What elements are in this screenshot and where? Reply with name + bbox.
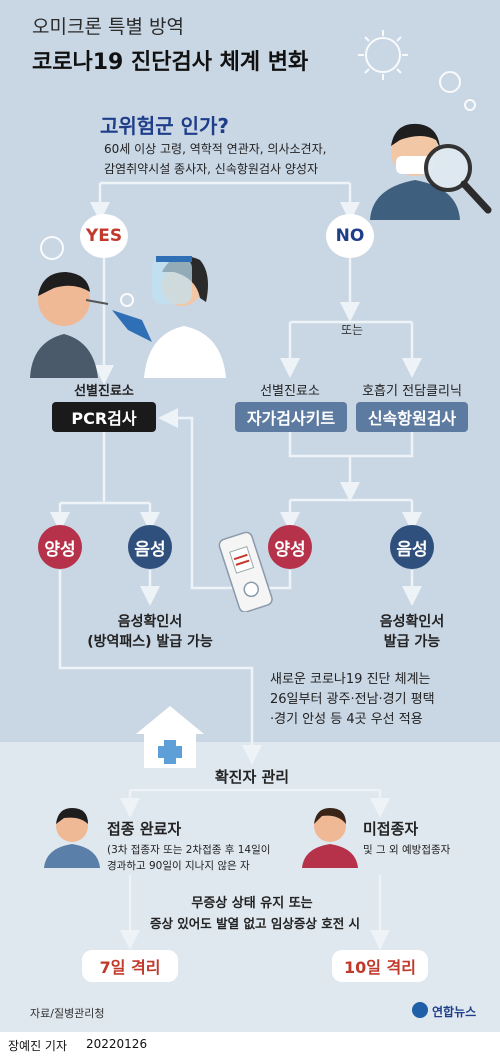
header-title: 코로나19 진단검사 체계 변화 <box>32 50 309 75</box>
self-kit-place: 선별진료소 <box>260 384 320 399</box>
unvaccinated-person-avatar <box>300 804 360 868</box>
question-criteria-2: 감염취약시설 종사자, 신속항원검사 양성자 <box>104 162 318 176</box>
notice-line1: 새로운 코로나19 진단 체계는 <box>270 672 431 687</box>
unvaccinated-title: 미접종자 <box>363 820 419 838</box>
right-negative-line1: 음성확인서 <box>379 614 445 630</box>
question-criteria-1: 60세 이상 고령, 역학적 연관자, 의사소견자, <box>104 142 327 156</box>
pcr-positive-circle: 양성 <box>38 525 82 569</box>
left-negative-line1: 음성확인서 <box>117 614 183 630</box>
condition-line1: 무증상 상태 유지 또는 <box>191 896 313 911</box>
byline-date: 20220126 <box>86 1037 148 1051</box>
or-label: 또는 <box>340 323 364 337</box>
source-label: 자료/질병관리청 <box>30 1007 105 1020</box>
house-icon <box>130 700 210 770</box>
question-title: 고위험군 인가? <box>100 114 229 138</box>
self-kit-box: 자가검사키트 <box>235 402 347 432</box>
vaccinated-desc-1: (3차 접종자 또는 2차접종 후 14일이 <box>107 844 271 856</box>
pcr-test-box: PCR검사 <box>52 402 156 432</box>
unvaccinated-desc: 및 그 외 예방접종자 <box>363 844 451 856</box>
rapid-test-box: 신속항원검사 <box>356 402 468 432</box>
byline-reporter: 장예진 기자 <box>8 1039 68 1053</box>
left-negative-line2: (방역패스) 발급 가능 <box>87 634 213 650</box>
quarantine-7-days: 7일 격리 <box>82 950 178 982</box>
notice-line2: 26일부터 광주·전남·경기 평택 <box>270 692 435 707</box>
vaccinated-title: 접종 완료자 <box>107 820 182 838</box>
quarantine-10-days: 10일 격리 <box>332 950 428 982</box>
yonhap-logo-icon <box>412 1002 428 1018</box>
notice-line3: ·경기 안성 등 4곳 우선 적용 <box>270 712 423 727</box>
right-negative-line2: 발급 가능 <box>383 634 441 650</box>
confirmed-title: 확진자 관리 <box>214 768 290 786</box>
no-badge: NO <box>326 214 374 258</box>
header-subtitle: 오미크론 특별 방역 <box>32 16 184 38</box>
vaccinated-person-avatar <box>42 804 102 868</box>
doctor-magnifier-icon <box>360 110 495 220</box>
condition-line2: 증상 있어도 발열 없고 임상증상 호전 시 <box>149 916 361 931</box>
pcr-place: 선별진료소 <box>74 384 134 399</box>
vaccinated-desc-2: 경과하고 90일이 지나지 않은 자 <box>107 860 250 872</box>
virus-icon <box>40 30 476 307</box>
logo-text: 연합뉴스 <box>432 1005 477 1019</box>
rapid-place: 호흡기 전담클리닉 <box>362 384 462 399</box>
yes-badge: YES <box>80 214 128 258</box>
pcr-testing-illustration <box>24 238 236 378</box>
kit-positive-circle: 양성 <box>268 525 312 569</box>
pcr-negative-circle: 음성 <box>128 525 172 569</box>
footer <box>0 1032 500 1056</box>
test-kit-icon <box>210 528 282 613</box>
kit-negative-circle: 음성 <box>390 525 434 569</box>
